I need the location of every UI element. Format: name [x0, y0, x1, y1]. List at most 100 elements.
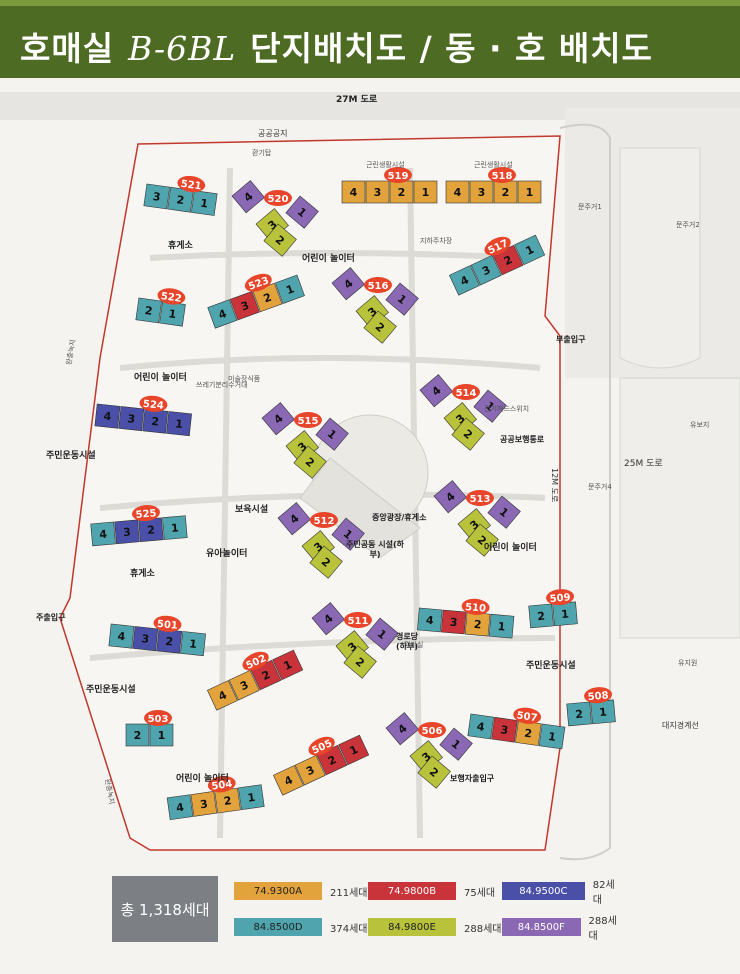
building-number: 510 — [465, 602, 487, 615]
unit-520-1: 1 — [285, 195, 319, 229]
unit-519-3 — [365, 180, 390, 204]
legend-item-D: 84.8500D 374세대 — [234, 918, 368, 936]
unit-label: 3 — [199, 797, 208, 811]
unit-501-3 — [132, 626, 159, 652]
unit-518-3 — [469, 180, 494, 204]
unit-label: 2 — [134, 729, 142, 742]
building-number: 513 — [470, 494, 491, 505]
unit-511-1: 1 — [365, 617, 399, 651]
building-badge — [466, 490, 494, 506]
unit-501-4 — [108, 623, 135, 649]
unit-507-3 — [491, 716, 518, 743]
unit-519-1 — [413, 180, 438, 204]
building-number: 503 — [148, 714, 169, 725]
building-badge — [364, 277, 392, 293]
building-badge — [177, 175, 206, 193]
building-number: 511 — [348, 616, 369, 627]
unit-505-3 — [294, 754, 326, 786]
boundary-line-label: 대지경계선 — [662, 721, 699, 730]
unit-523-4 — [207, 299, 238, 329]
bus1-label: 문주거1 — [578, 203, 602, 211]
unit-label: 3 — [123, 526, 132, 540]
unit-label: 4 — [425, 614, 434, 628]
legend-count: 82세대 — [592, 880, 615, 906]
legend-swatch: 74.9300A — [234, 882, 322, 900]
building-badge — [207, 776, 236, 793]
unit-523-3 — [229, 291, 260, 321]
unit-517-4 — [448, 265, 480, 296]
building-number: 506 — [422, 726, 443, 737]
main-entrance-label: 주출입구 — [36, 613, 66, 622]
unit-506-4: 4 — [385, 712, 419, 746]
unit-label: 1 — [200, 197, 209, 211]
building-number: 518 — [492, 171, 513, 182]
unit-521-1 — [191, 190, 218, 216]
legend-swatch: 84.8500D — [234, 918, 322, 936]
unit-518-4 — [445, 180, 470, 204]
legend-count: 374세대 — [330, 923, 368, 935]
unit-label: 3 — [141, 632, 150, 646]
road-top-label: 27M 도로 — [336, 95, 378, 105]
unit-label: 4 — [217, 307, 229, 322]
unit-501-1 — [180, 631, 206, 657]
building-number: 521 — [180, 179, 202, 193]
unit-507-1 — [538, 723, 566, 750]
unit-label: 2 — [537, 610, 546, 624]
building-badge — [242, 651, 269, 671]
art-piece: 미술장식품 — [228, 375, 261, 383]
building-number: 507 — [516, 710, 538, 724]
unit-504-4 — [166, 794, 194, 821]
unit-label: 2 — [144, 304, 153, 318]
unit-516-1: 1 — [385, 282, 419, 316]
building-badge — [157, 288, 186, 305]
unit-label: 1 — [171, 521, 180, 535]
unit-516-4: 4 — [331, 267, 365, 301]
legend-count: 211세대 — [330, 887, 368, 899]
unit-513-4: 4 — [433, 480, 467, 514]
unit-label: 2 — [165, 635, 174, 649]
parking-entry: 지하주차장 — [420, 237, 453, 245]
unit-label: 1 — [158, 729, 166, 742]
unit-516-2: 2 — [363, 310, 397, 344]
unit-label: 4 — [99, 528, 108, 542]
building-number: 508 — [587, 690, 609, 703]
waste-station: 쓰레기분리수거대 — [196, 381, 248, 389]
unit-label: 1 — [599, 706, 608, 720]
unit-517-1 — [514, 234, 546, 266]
building-badge — [418, 722, 446, 738]
building-badge — [308, 736, 335, 756]
unit-label: 3 — [374, 186, 382, 199]
road-right-label: 25M 도로 — [624, 459, 663, 469]
unit-label: 1 — [247, 791, 256, 805]
sub-entrance-label: 부출입구 — [556, 335, 586, 344]
public-space-label: 공공공지 — [258, 129, 288, 138]
unit-label: 1 — [189, 637, 198, 651]
unit-515-2: 2 — [293, 445, 327, 479]
unit-506-2: 2 — [417, 755, 451, 789]
bus2-label: 문주거2 — [676, 221, 700, 229]
unit-512-1: 1 — [331, 517, 365, 551]
unit-517-3 — [470, 254, 502, 286]
unit-507-4 — [467, 713, 495, 740]
unit-label: 1 — [422, 186, 430, 199]
building-number: 525 — [135, 508, 157, 521]
yuji-label: 유지원 — [678, 659, 698, 667]
bus4-label: 문주거4 — [588, 483, 612, 491]
unit-label: 3 — [239, 299, 251, 314]
unit-524-3 — [118, 406, 145, 432]
building-badge — [461, 598, 490, 615]
unit-label: 4 — [175, 801, 185, 815]
